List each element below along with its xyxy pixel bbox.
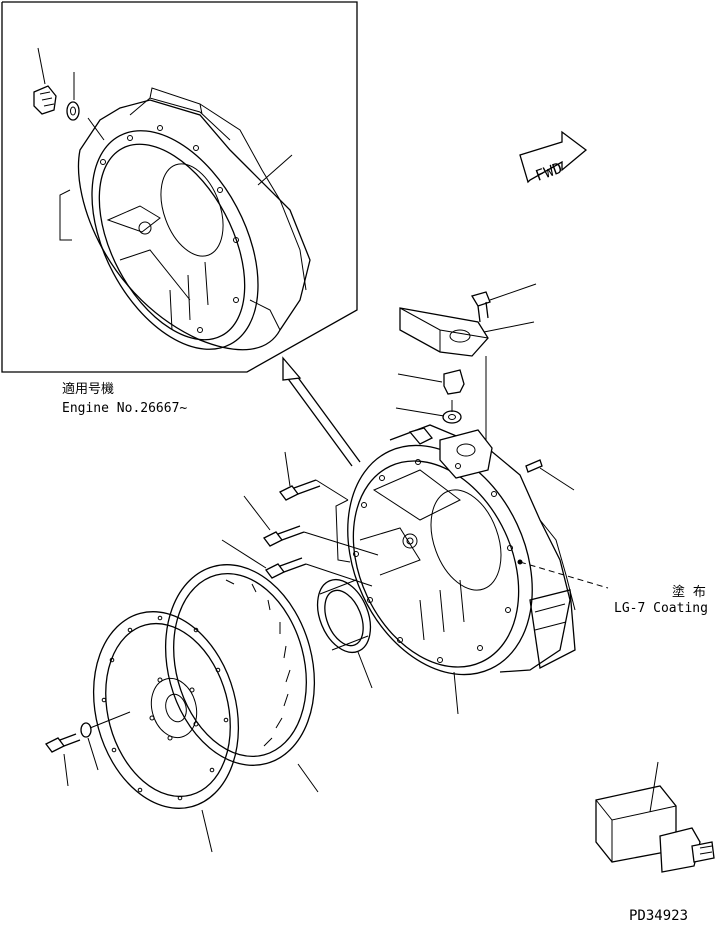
inset-washer (66, 101, 80, 121)
leader-lines (63, 283, 659, 853)
inset-plug (33, 85, 57, 115)
engine-serial-label: Engine No.26667~ (62, 401, 187, 416)
inset-panel (1, 1, 358, 373)
special-tool (595, 785, 715, 873)
inset-leader-3 (87, 117, 105, 141)
housing-bolt-2 (263, 525, 305, 547)
ring-gear (164, 564, 316, 766)
housing-plug (443, 369, 465, 395)
flywheel-bolt-guide (89, 711, 131, 729)
applicability-label-jp: 適用号機 (62, 381, 114, 397)
drawing-number: PD34923 (629, 908, 688, 924)
coating-label-jp: 塗 布 (672, 584, 706, 600)
inset-leader-1 (37, 47, 46, 85)
bolt-guide-lines (303, 479, 379, 587)
oil-seal (316, 578, 372, 654)
inset-leader-4 (257, 154, 293, 186)
housing-bolt-1 (279, 479, 321, 501)
inset-frame (1, 1, 358, 373)
coating-leader (519, 561, 609, 589)
reference-arrow (282, 356, 361, 467)
housing-bolt-3 (265, 557, 307, 579)
mounting-bracket (399, 307, 489, 357)
flywheel-bolt (45, 733, 81, 753)
flywheel-housing (335, 424, 576, 676)
flywheel (92, 611, 240, 809)
flywheel-washer (80, 722, 92, 738)
housing-side-pad (529, 589, 576, 669)
coating-label: LG-7 Coating (614, 601, 708, 616)
fwd-arrow-icon: FWD (519, 130, 588, 185)
inset-flywheel-housing (59, 87, 311, 351)
housing-washer (442, 410, 462, 424)
dowel-pin (525, 459, 543, 473)
bracket-bolt (471, 291, 491, 323)
coating-point (517, 559, 523, 565)
